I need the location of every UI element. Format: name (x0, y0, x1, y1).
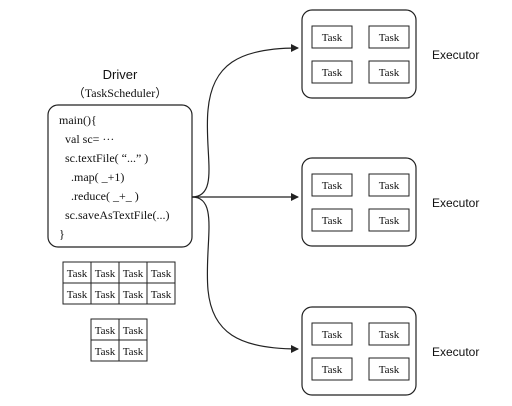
code-line: val sc= ··· (65, 132, 114, 146)
executor-box: Task Task Task Task (301, 157, 417, 247)
task-grid-small: Task Task Task Task (90, 318, 148, 362)
task-cell: Task (322, 364, 343, 376)
executor-box: Task Task Task Task (301, 306, 417, 396)
task-cell: Task (123, 325, 144, 337)
task-cell: Task (95, 325, 116, 337)
executor-box: Task Task Task Task (301, 9, 417, 99)
task-cell: Task (379, 67, 400, 79)
arrow-to-executor-3 (191, 196, 299, 353)
driver-code-block: main(){ val sc= ··· sc.textFile( “...” )… (59, 113, 169, 241)
arrow-to-executor-1 (191, 44, 299, 198)
task-cell: Task (151, 289, 172, 301)
executor-label: Executor (432, 345, 479, 359)
task-cell: Task (67, 268, 88, 280)
task-cell: Task (123, 289, 144, 301)
code-line: sc.saveAsTextFile(...) (65, 208, 169, 222)
task-cell: Task (379, 180, 400, 192)
task-cell: Task (379, 364, 400, 376)
connector-arrows (191, 44, 299, 353)
code-line: .reduce( _+_ ) (71, 189, 139, 203)
task-cell: Task (67, 289, 88, 301)
code-line: sc.textFile( “...” ) (65, 151, 148, 165)
task-cell: Task (379, 329, 400, 341)
task-cell: Task (151, 268, 172, 280)
task-cell: Task (322, 32, 343, 44)
code-line: } (59, 227, 65, 241)
executor-label: Executor (432, 196, 479, 210)
task-cell: Task (322, 67, 343, 79)
task-cell: Task (123, 346, 144, 358)
task-grid-large: Task Task Task Task Task Task Task Task (62, 261, 176, 305)
driver-subtitle: （TaskScheduler） (73, 86, 167, 100)
task-cell: Task (379, 32, 400, 44)
task-cell: Task (123, 268, 144, 280)
task-cell: Task (95, 268, 116, 280)
task-cell: Task (322, 329, 343, 341)
driver-code-box (47, 104, 193, 248)
task-cell: Task (322, 180, 343, 192)
task-cell: Task (95, 289, 116, 301)
code-line: .map( _+1) (71, 170, 124, 184)
task-cell: Task (379, 215, 400, 227)
task-cell: Task (95, 346, 116, 358)
code-line: main(){ (59, 113, 97, 127)
driver-title: Driver (103, 67, 138, 82)
task-cell: Task (322, 215, 343, 227)
executor-label: Executor (432, 48, 479, 62)
